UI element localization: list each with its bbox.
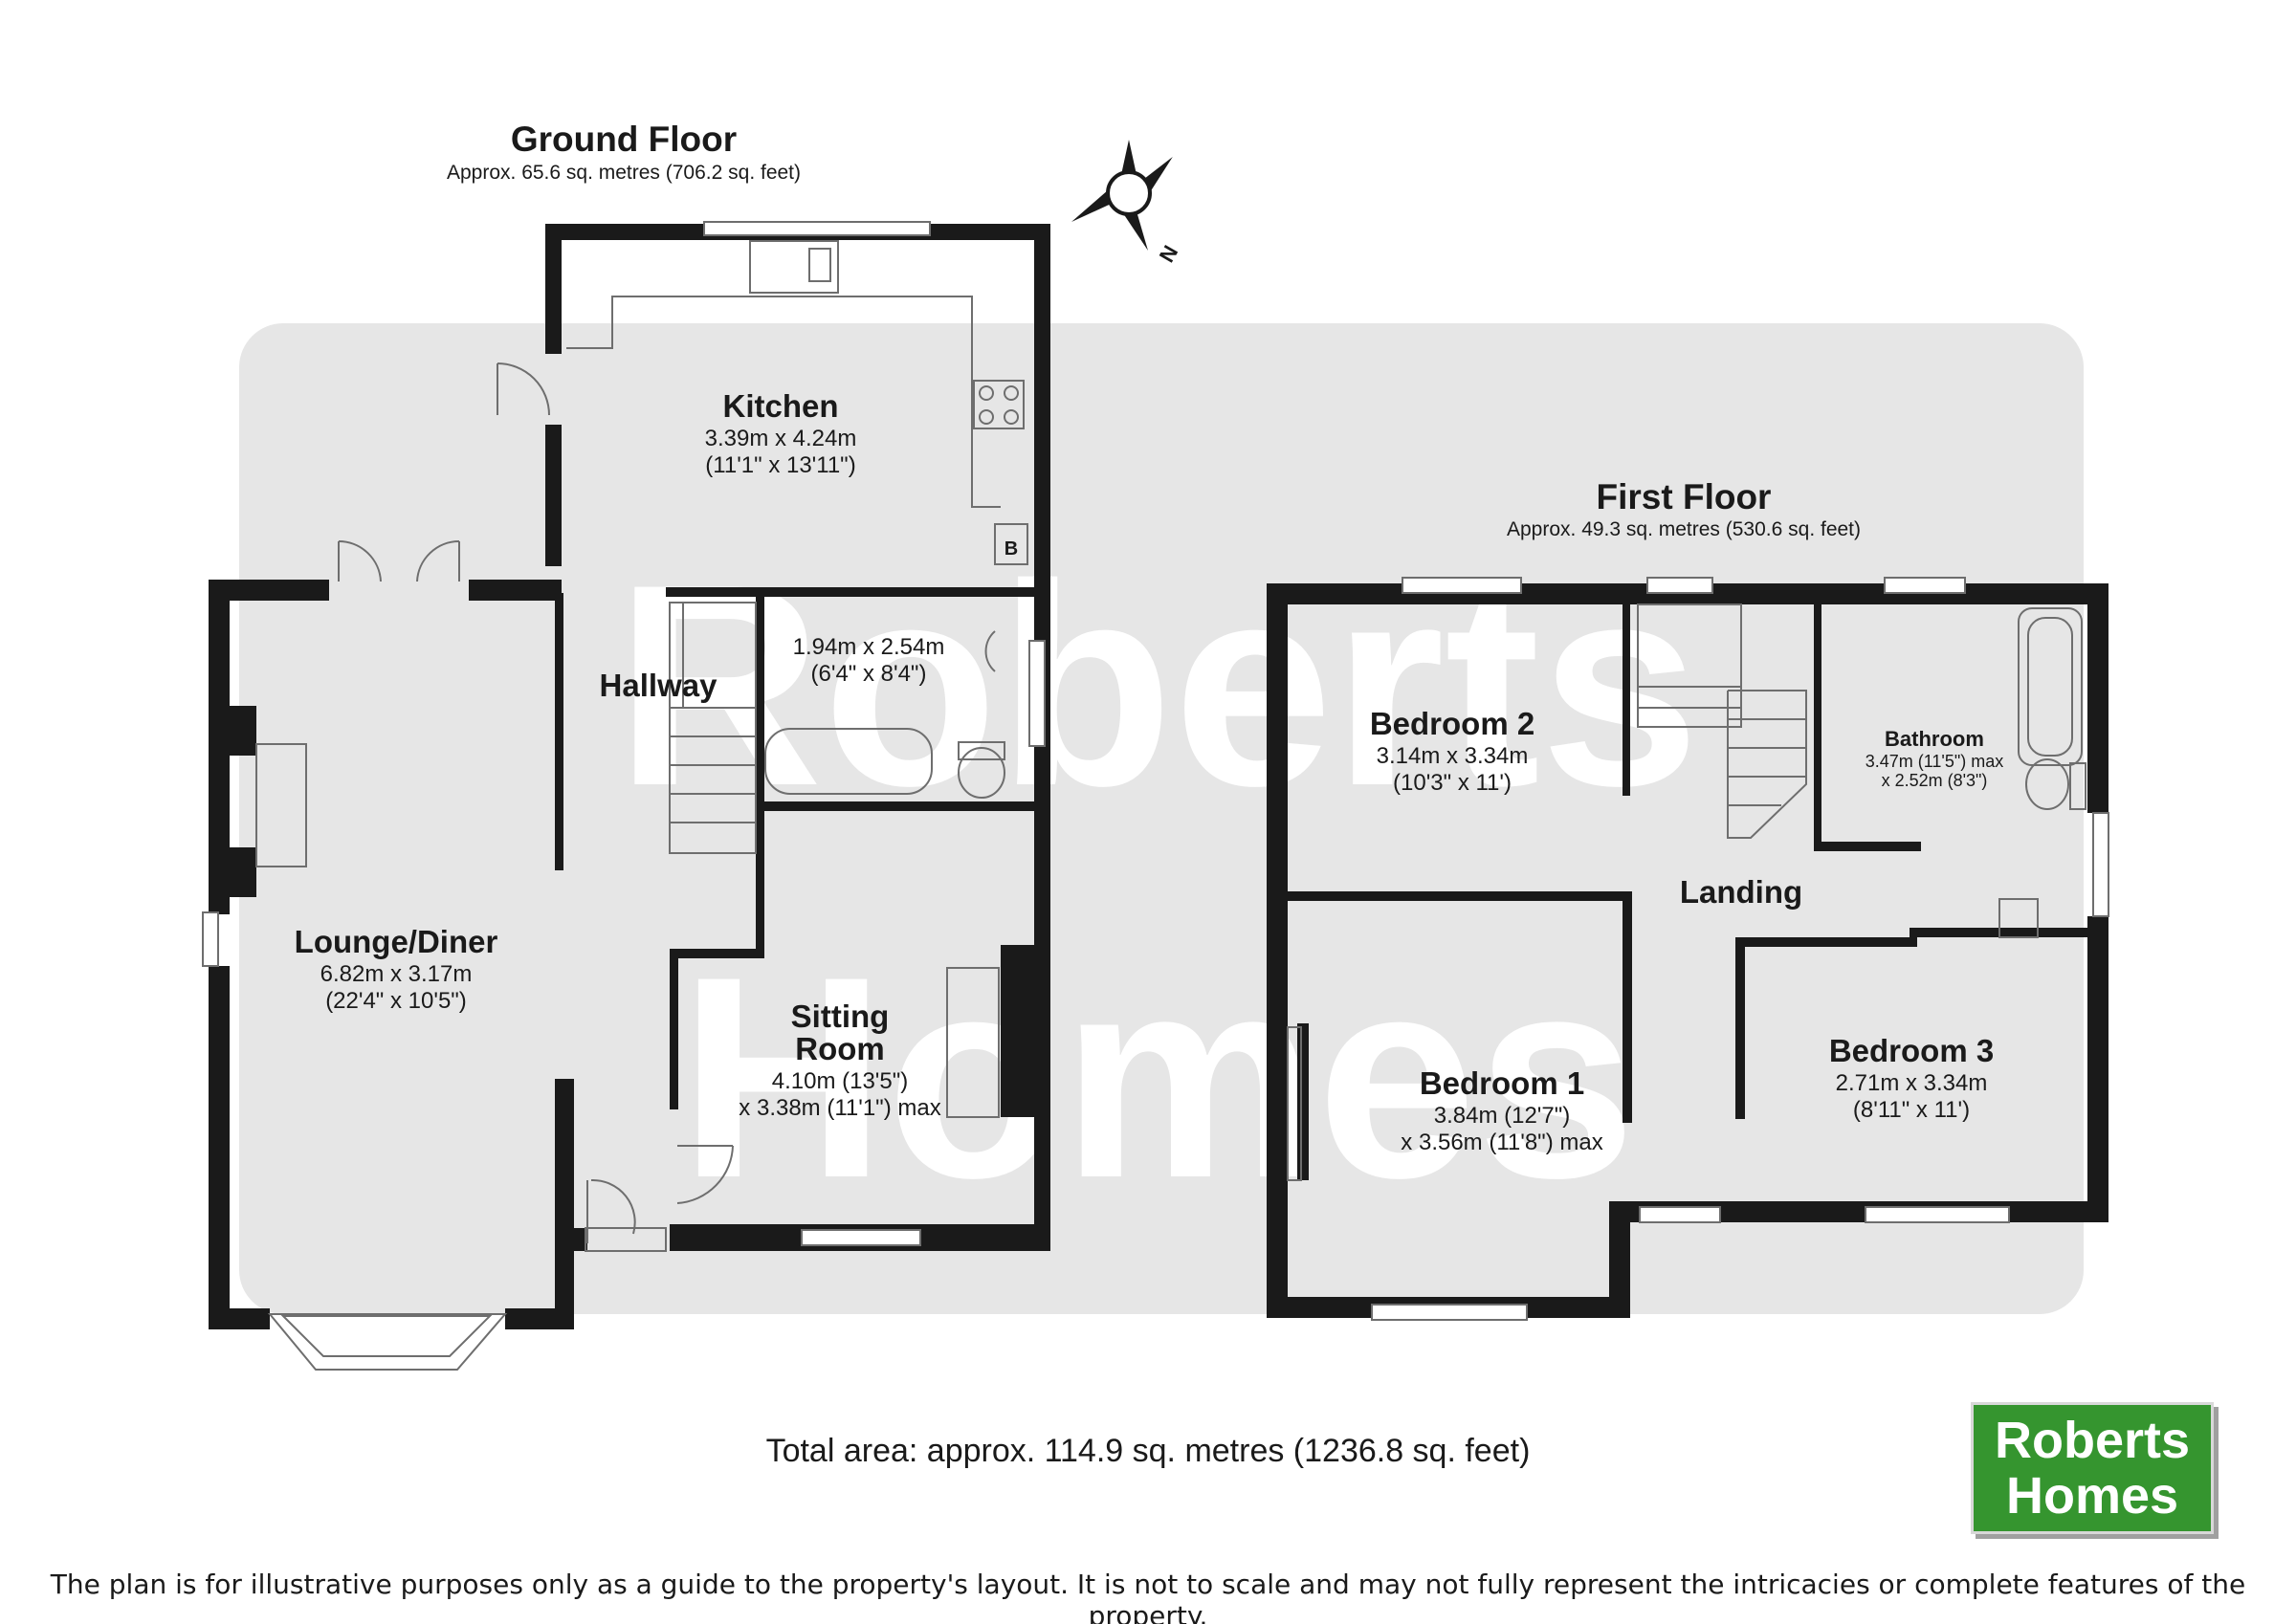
bedroom2-dim2: (10'3" x 11') <box>1393 770 1512 796</box>
first-floor-area: Approx. 49.3 sq. metres (530.6 sq. feet) <box>1507 518 1861 540</box>
bedroom2-name: Bedroom 2 <box>1370 706 1534 741</box>
bedroom1-name: Bedroom 1 <box>1420 1065 1584 1101</box>
compass-icon: N <box>1071 140 1183 267</box>
kitchen-dim2: (11'1" x 13'11") <box>705 452 855 478</box>
bay-window <box>267 1313 508 1371</box>
bathroom-fittings-first <box>1998 607 2086 938</box>
ground-floor-title: Ground Floor <box>511 120 737 159</box>
landing-name: Landing <box>1680 874 1802 910</box>
first-floor-windows <box>1371 577 2109 1321</box>
lounge-dim2: (22'4" x 10'5") <box>325 988 467 1014</box>
bathroom-fittings-ground <box>255 630 1005 1118</box>
sitting-dim1: 4.10m (13'5") <box>772 1068 909 1094</box>
ground-floor-doors <box>338 362 734 1252</box>
logo-line2: Homes <box>2005 1467 2179 1525</box>
ground-floor-walls <box>209 224 1050 1329</box>
logo-line1: Roberts <box>1994 1412 2191 1469</box>
ground-floor-windows <box>202 221 1046 1246</box>
bathroom-dim2: x 2.52m (8'3") <box>1882 771 1988 790</box>
bedroom3-dim1: 2.71m x 3.34m <box>1836 1070 1988 1096</box>
lounge-dim1: 6.82m x 3.17m <box>320 961 473 987</box>
wc-dim1: 1.94m x 2.54m <box>793 634 945 660</box>
watermark-line1: Roberts <box>615 524 1700 845</box>
ground-floor-stairs <box>669 602 757 854</box>
bedroom3-dim2: (8'11" x 11') <box>1853 1097 1970 1123</box>
first-floor-title: First Floor <box>1597 477 1772 516</box>
kitchen-units: B <box>566 240 1028 565</box>
first-floor-stairs <box>1637 604 1807 839</box>
kitchen-dim1: 3.39m x 4.24m <box>705 426 857 451</box>
wc-dim2: (6'4" x 8'4") <box>811 661 927 687</box>
sitting-name-1: Sitting <box>791 999 890 1034</box>
total-area: Total area: approx. 114.9 sq. metres (12… <box>765 1433 1531 1469</box>
hallway-name: Hallway <box>600 668 718 703</box>
bedroom1-dim2: x 3.56m (11'8") max <box>1401 1130 1602 1155</box>
bathroom-name: Bathroom <box>1885 727 1984 751</box>
sitting-name-2: Room <box>795 1031 885 1066</box>
wardrobe <box>1287 1026 1302 1181</box>
boiler-label: B <box>1004 538 1018 560</box>
roberts-homes-logo: Roberts Homes <box>1971 1402 2214 1534</box>
sitting-dim2: x 3.38m (11'1") max <box>739 1095 940 1121</box>
bedroom2-dim1: 3.14m x 3.34m <box>1377 743 1529 769</box>
compass-north-label: N <box>1155 241 1183 266</box>
bathroom-dim1: 3.47m (11'5") max <box>1866 752 2004 771</box>
kitchen-name: Kitchen <box>722 388 838 424</box>
watermark-line2: Homes <box>679 916 1636 1238</box>
disclaimer: The plan is for illustrative purposes on… <box>50 1569 2246 1624</box>
bedroom1-dim1: 3.84m (12'7") <box>1434 1103 1571 1129</box>
lounge-name: Lounge/Diner <box>295 924 498 959</box>
bedroom3-name: Bedroom 3 <box>1829 1033 1994 1068</box>
ground-floor-area: Approx. 65.6 sq. metres (706.2 sq. feet) <box>447 162 801 184</box>
